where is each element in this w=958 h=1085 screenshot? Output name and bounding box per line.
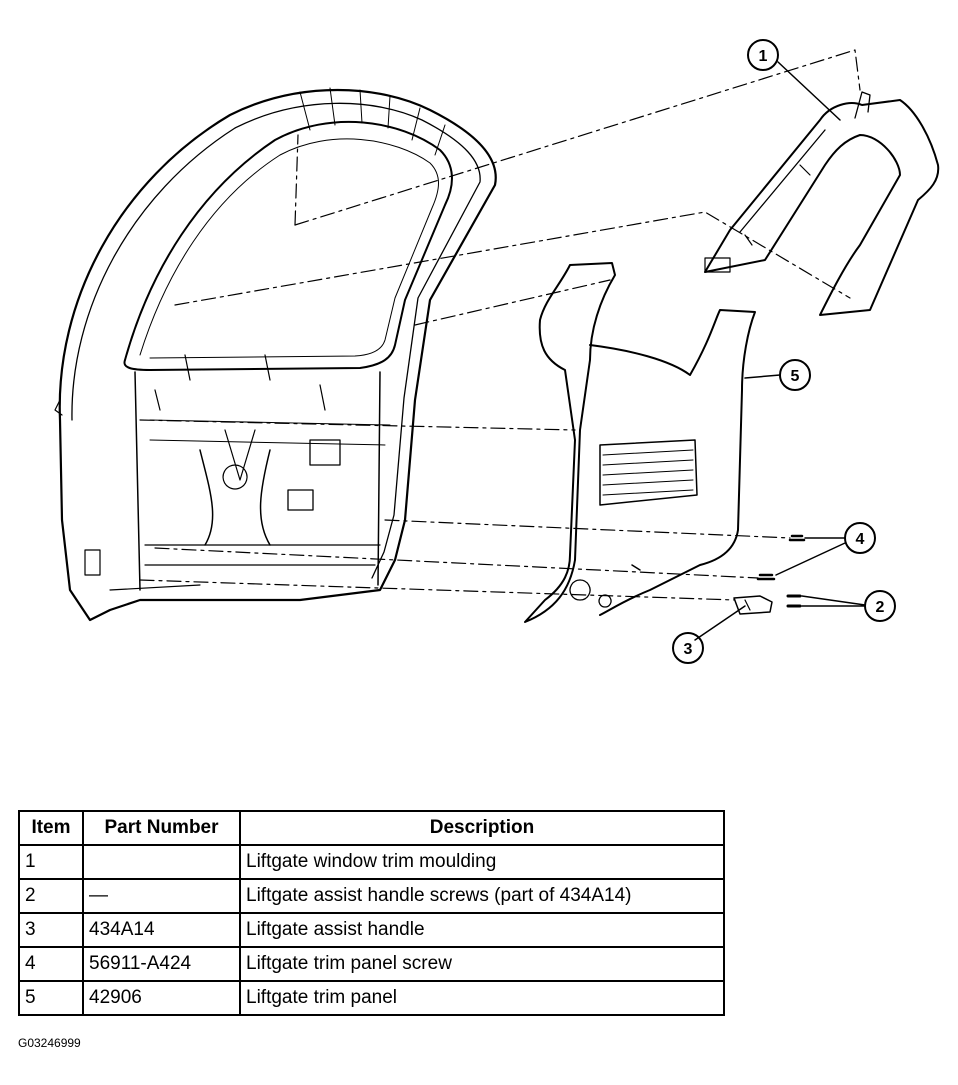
callout-label-3: 3: [684, 641, 693, 658]
callout-circle-4: [844, 522, 876, 554]
cell-description: Liftgate trim panel screw: [239, 946, 725, 982]
window-trim-moulding: [704, 91, 940, 316]
header-description: Description: [239, 810, 725, 846]
cell-part-number: 42906: [82, 980, 241, 1016]
cell-item: 3: [18, 912, 84, 948]
cell-part-number: 434A14: [82, 912, 241, 948]
cell-item: 5: [18, 980, 84, 1016]
callout-label-5: 5: [791, 368, 800, 385]
table-row: 1 Liftgate window trim moulding: [18, 844, 725, 880]
header-item: Item: [18, 810, 84, 846]
callout-circle-5: [779, 359, 811, 391]
parts-table: Item Part Number Description 1 Liftgate …: [18, 810, 725, 1016]
liftgate-door: [54, 87, 497, 622]
callout-label-4: 4: [856, 531, 865, 548]
table-row: 2 — Liftgate assist handle screws (part …: [18, 878, 725, 914]
cell-description: Liftgate assist handle: [239, 912, 725, 948]
cell-item: 4: [18, 946, 84, 982]
cell-item: 1: [18, 844, 84, 880]
table-header-row: Item Part Number Description: [18, 810, 725, 846]
cell-item: 2: [18, 878, 84, 914]
callout-label-2: 2: [876, 599, 885, 616]
cell-description: Liftgate assist handle screws (part of 4…: [239, 878, 725, 914]
table-row: 5 42906 Liftgate trim panel: [18, 980, 725, 1016]
explode-lines: [139, 49, 861, 601]
table-row: 4 56911-A424 Liftgate trim panel screw: [18, 946, 725, 982]
callout-circle-1: [747, 39, 779, 71]
cell-description: Liftgate window trim moulding: [239, 844, 725, 880]
cell-part-number: [82, 844, 241, 880]
callout-circle-2: [864, 590, 896, 622]
callout-circle-3: [672, 632, 704, 664]
cell-description: Liftgate trim panel: [239, 980, 725, 1016]
cell-part-number: —: [82, 878, 241, 914]
cell-part-number: 56911-A424: [82, 946, 241, 982]
table-row: 3 434A14 Liftgate assist handle: [18, 912, 725, 948]
callout-label-1: 1: [759, 48, 768, 65]
header-part-number: Part Number: [82, 810, 241, 846]
liftgate-exploded-diagram: 1 5 4 2 3: [54, 39, 940, 664]
callout-leaders: [694, 61, 866, 641]
figure-code: G03246999: [18, 1036, 81, 1050]
assist-handle-and-screws: [733, 534, 806, 615]
